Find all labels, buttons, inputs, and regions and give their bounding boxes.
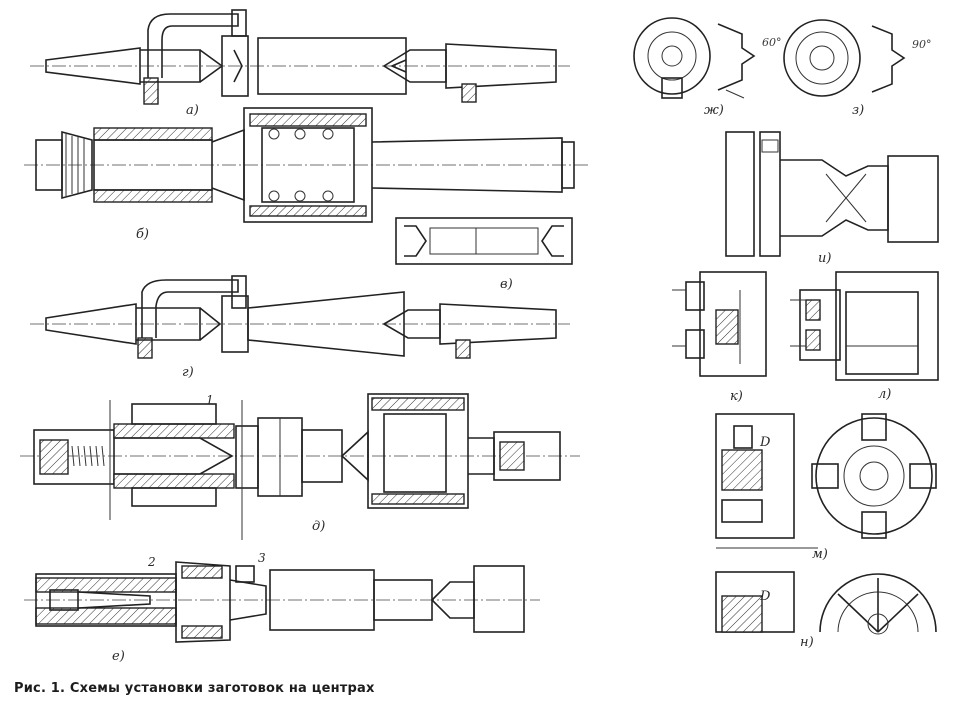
label-l: л): [878, 387, 891, 402]
scheme-n: [715, 571, 937, 635]
angle-90: 90°: [912, 38, 932, 51]
label-e: е): [112, 649, 125, 664]
callout-3: 3: [258, 551, 266, 565]
callout-1: 1: [206, 393, 214, 407]
mark-d-m: D: [759, 435, 771, 450]
label-z: з): [852, 103, 864, 118]
label-b: б): [136, 227, 149, 242]
scheme-z: [783, 19, 906, 97]
label-d: д): [312, 519, 325, 534]
scheme-l: [790, 271, 939, 381]
label-i: и): [818, 251, 831, 266]
mark-d-n: D: [759, 589, 771, 604]
label-k: к): [730, 389, 743, 404]
scheme-v: [395, 217, 573, 265]
label-zh: ж): [704, 103, 724, 118]
angle-60: 60°: [762, 36, 782, 49]
scheme-d: [20, 393, 580, 540]
callout-2: 2: [147, 555, 156, 569]
scheme-b: [24, 107, 590, 223]
scheme-e: [24, 561, 540, 643]
label-a: а): [186, 103, 199, 118]
label-n: н): [800, 635, 814, 650]
scheme-a: [30, 9, 570, 105]
scheme-zh: [633, 17, 756, 99]
label-g: г): [182, 365, 194, 380]
scheme-m: [715, 413, 937, 549]
figure-caption: Рис. 1. Схемы установки заготовок на цен…: [14, 681, 375, 696]
label-m: м): [812, 547, 828, 562]
scheme-i: [725, 131, 939, 257]
scheme-g: [30, 275, 570, 359]
scheme-k: [672, 271, 767, 377]
label-v: в): [500, 277, 513, 292]
